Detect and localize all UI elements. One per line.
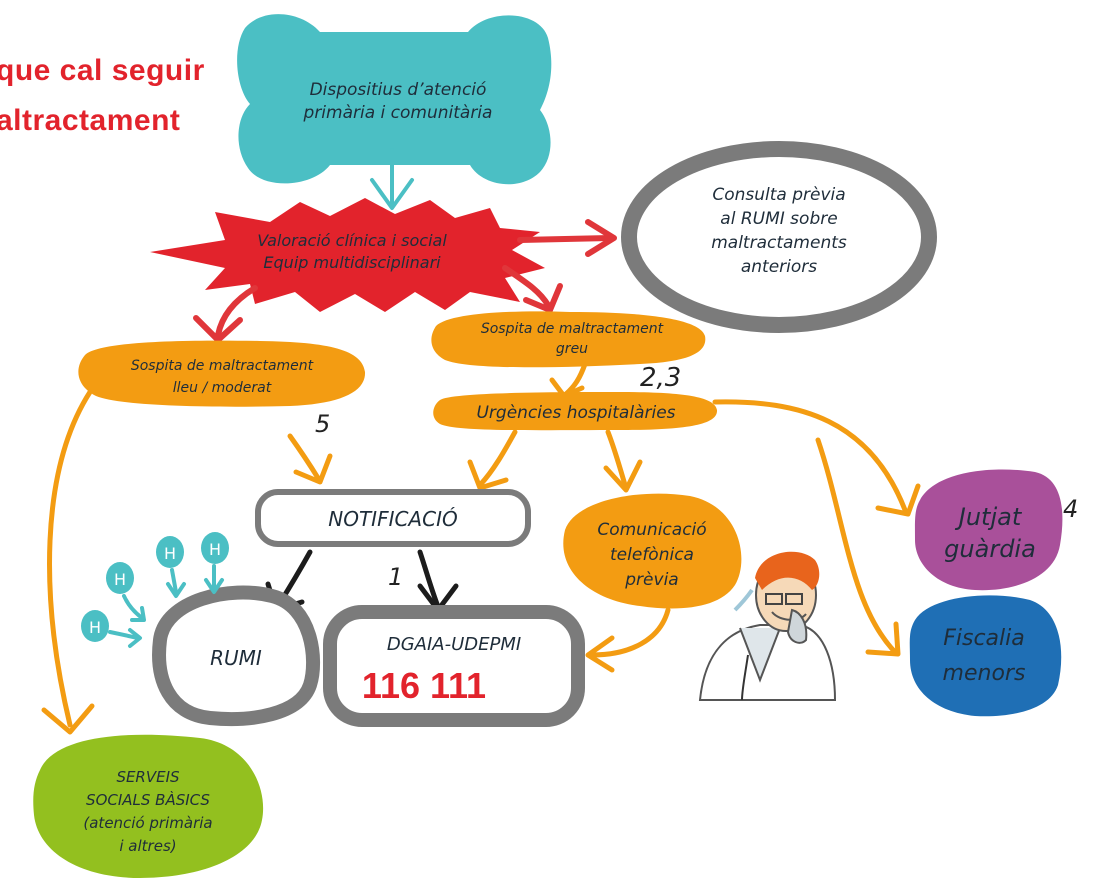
- h-letter: H: [164, 544, 176, 563]
- prosecutor-line-1: Fiscalia: [943, 626, 1025, 651]
- rumi-query-line-4: anteriors: [741, 257, 817, 277]
- step-number-5: 5: [315, 410, 330, 438]
- rumi-query-line-3: maltractaments: [711, 233, 847, 253]
- severe-suspicion-line-1: Sospita de maltractament: [481, 321, 664, 337]
- dgaia-node: DGAIA-UDEPMI 116 111: [323, 605, 585, 727]
- arrow-eval-to-severe: [502, 265, 563, 313]
- title-line-1: que cal seguir: [0, 54, 205, 87]
- arrow-eval-to-rumi-query: [517, 219, 617, 257]
- mild-suspicion-line-1: Sospita de maltractament: [131, 358, 314, 374]
- phone-call-line-3: prèvia: [624, 570, 678, 590]
- h-letter: H: [114, 570, 126, 589]
- primary-care-line-2: primària i comunitària: [303, 103, 493, 123]
- dgaia-label: DGAIA-UDEPMI: [387, 634, 521, 655]
- h-letter: H: [209, 540, 221, 559]
- rumi-query-node: Consulta prèvia al RUMI sobre maltractam…: [621, 141, 937, 333]
- title-line-2: altractament: [0, 104, 180, 137]
- arrow-er-to-phone: [603, 429, 643, 493]
- court-line-2: guàrdia: [944, 535, 1036, 563]
- hospital-er-node: Urgències hospitalàries: [433, 392, 718, 431]
- severe-suspicion-line-2: greu: [556, 341, 588, 357]
- social-services-line-3: (atenció primària: [83, 814, 212, 832]
- hospital-marker-4: H: [81, 610, 142, 648]
- primary-care-line-1: Dispositius d’atenció: [310, 80, 487, 100]
- dgaia-phone: 116 111: [362, 665, 486, 706]
- step-number-2-3: 2,3: [640, 363, 681, 393]
- rumi-query-line-1: Consulta prèvia: [712, 185, 845, 205]
- mild-suspicion-node: Sospita de maltractament lleu / moderat: [78, 340, 366, 407]
- arrow-er-to-prosecutor: [815, 437, 901, 657]
- arrow-five-to-notification: [287, 433, 333, 485]
- arrow-phone-to-dgaia: [585, 607, 671, 673]
- clinical-eval-line-2: Equip multidisciplinari: [263, 253, 441, 272]
- phone-call-node: Comunicació telefònica prèvia: [563, 493, 742, 609]
- hospital-er-label: Urgències hospitalàries: [476, 403, 675, 423]
- hospital-marker-2: H: [156, 536, 186, 598]
- arrow-severe-to-er: [549, 361, 588, 399]
- arrow-er-to-court: [712, 399, 921, 517]
- hospital-marker-3: H: [201, 532, 229, 594]
- arrow-mild-to-social: [41, 389, 95, 735]
- social-services-line-1: SERVEIS: [116, 768, 180, 786]
- notification-label: NOTIFICACIÓ: [328, 507, 457, 531]
- arrow-er-to-notification: [467, 429, 518, 491]
- severe-suspicion-node: Sospita de maltractament greu: [431, 311, 706, 368]
- step-number-1: 1: [388, 563, 403, 591]
- social-services-line-4: i altres): [119, 837, 176, 855]
- h-letter: H: [89, 618, 101, 637]
- clinical-eval-line-1: Valoració clínica i social: [257, 231, 447, 250]
- rumi-label: RUMI: [210, 646, 262, 670]
- social-services-node: SERVEIS SOCIALS BÀSICS (atenció primària…: [33, 734, 264, 878]
- rumi-node: RUMI: [152, 585, 321, 727]
- doctor-on-phone-illustration: [698, 551, 837, 701]
- prosecutor-line-2: menors: [943, 661, 1026, 686]
- mild-suspicion-line-2: lleu / moderat: [173, 380, 272, 396]
- phone-call-line-2: telefònica: [610, 545, 694, 565]
- arrow-eval-to-mild: [193, 285, 258, 343]
- court-node: Jutjat guàrdia: [914, 469, 1063, 591]
- notification-node: NOTIFICACIÓ: [255, 489, 531, 547]
- arrow-primary-to-eval: [370, 148, 414, 210]
- prosecutor-node: Fiscalia menors: [909, 595, 1062, 717]
- phone-call-line-1: Comunicació: [597, 520, 706, 540]
- hospital-marker-1: H: [106, 562, 146, 622]
- social-services-line-2: SOCIALS BÀSICS: [86, 790, 210, 809]
- step-number-4: 4: [1063, 495, 1078, 523]
- court-line-1: Jutjat: [955, 503, 1023, 531]
- rumi-query-line-2: al RUMI sobre: [720, 209, 837, 229]
- primary-care-node: Dispositius d’atenció primària i comunit…: [237, 14, 552, 185]
- arrow-notification-to-dgaia: [417, 549, 459, 613]
- clinical-eval-node: Valoració clínica i social Equip multidi…: [150, 198, 545, 312]
